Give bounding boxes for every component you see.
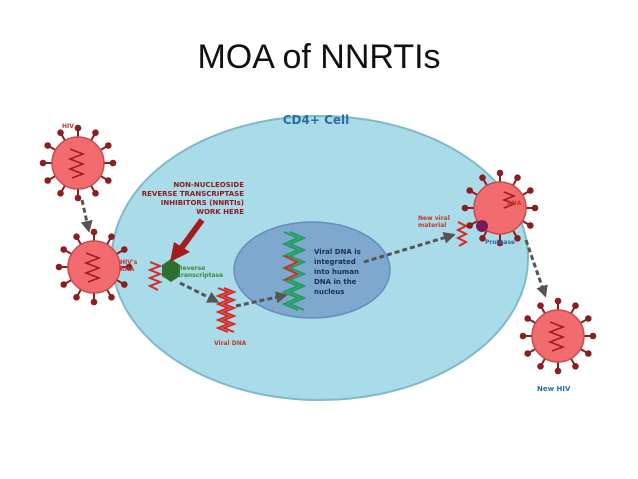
rt-label-line2: transcriptase xyxy=(178,272,223,279)
nucleus-label-line3: into human xyxy=(314,268,359,276)
rt-label-line1: Reverse xyxy=(178,265,205,272)
process-arrows xyxy=(80,199,548,308)
reverse-transcriptase-enzyme xyxy=(162,259,180,282)
viral-dna-label: Viral DNA xyxy=(214,340,247,347)
protease-molecule xyxy=(476,220,488,232)
inhibitor-arrow xyxy=(170,218,205,262)
nucleus-label-line1: Viral DNA is xyxy=(314,248,361,256)
rna-label: RNA xyxy=(507,200,522,207)
protease-label: Protease xyxy=(485,239,515,246)
arrow-rt-to-viral-dna xyxy=(179,281,220,303)
arrow-budding-to-new-hiv xyxy=(524,239,548,298)
nucleus-label-line5: nucleus xyxy=(314,288,344,296)
hiv-label: HIV xyxy=(62,123,74,130)
hiv-virus-budding xyxy=(460,168,540,248)
integrated-dna-helix xyxy=(281,231,307,311)
viral-dna-strand xyxy=(215,287,237,333)
nnrti-label-line3: INHIBITORS (NNRTIs) xyxy=(161,199,244,207)
slide-title: MOA of NNRTIs xyxy=(197,38,441,76)
cell-label: CD4+ Cell xyxy=(283,113,350,127)
nucleus-label-line2: integrated xyxy=(314,258,356,266)
nnrti-label-line2: REVERSE TRANSCRIPTASE xyxy=(142,190,244,198)
new-material-label-line1: New viral xyxy=(418,215,450,222)
arrow-nucleus-to-new-material xyxy=(363,231,456,264)
nucleus xyxy=(233,221,391,319)
new-viral-rna-strand xyxy=(455,221,469,247)
new-hiv-virus xyxy=(518,296,598,376)
hiv-virus-fusing xyxy=(54,227,134,307)
hiv-rna-strand xyxy=(147,261,163,291)
nnrti-label-line1: NON-NUCLEOSIDE xyxy=(173,181,244,189)
arrow-virus-to-cell xyxy=(80,199,93,233)
nnrti-label-line4: WORK HERE xyxy=(196,208,244,216)
hivs-rna-label-line2: RNA xyxy=(120,266,135,273)
hiv-virus-incoming xyxy=(38,123,118,203)
new-hiv-label: New HIV xyxy=(537,385,571,393)
hivs-rna-label-line1: HIV's xyxy=(120,259,138,266)
new-material-label-line2: material xyxy=(418,222,446,229)
nucleus-label-line4: DNA in the xyxy=(314,278,357,286)
